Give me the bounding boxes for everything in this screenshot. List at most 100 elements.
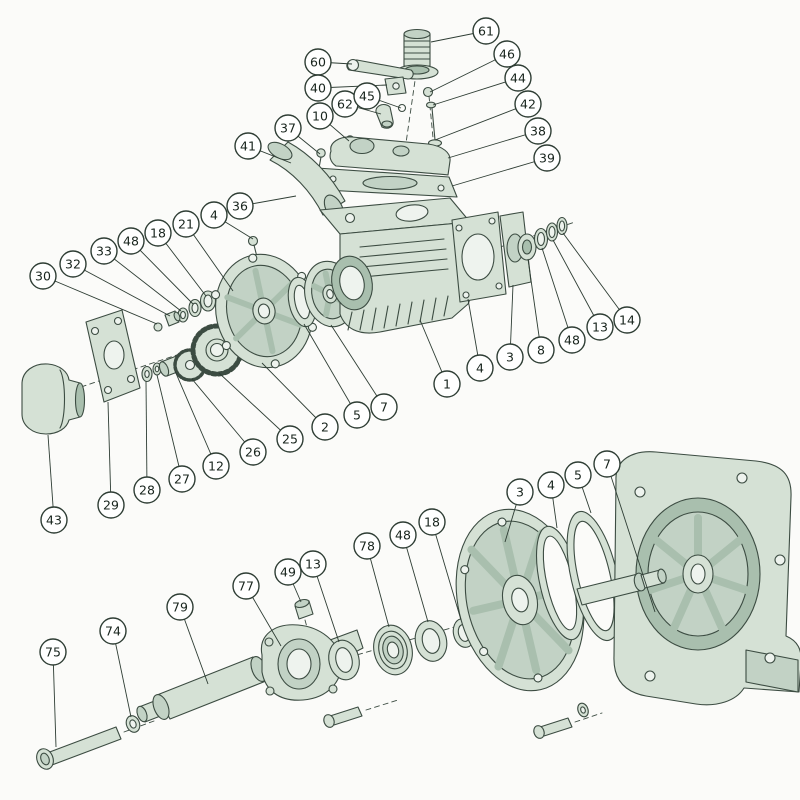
callout-number: 3 xyxy=(516,485,524,500)
callout-leader-line xyxy=(429,53,508,93)
callout-37: 37 xyxy=(274,114,321,155)
callout-number: 13 xyxy=(305,557,321,572)
callout-number: 40 xyxy=(310,81,326,96)
callout-balloon xyxy=(239,438,267,466)
callout-leader-line xyxy=(156,374,183,480)
callout-leader-line xyxy=(42,275,158,325)
callout-1: 1 xyxy=(419,319,461,398)
callout-number: 48 xyxy=(395,528,411,543)
callout-balloon xyxy=(504,64,532,92)
callout-number: 79 xyxy=(172,600,188,615)
callout-number: 43 xyxy=(46,513,62,528)
callout-8: 8 xyxy=(527,258,555,364)
part-washer-b xyxy=(577,702,589,718)
part-1-crankcase xyxy=(319,197,474,334)
callout-number: 2 xyxy=(321,420,329,435)
callout-number: 60 xyxy=(310,55,326,70)
part-shaft-stub xyxy=(576,568,667,606)
callout-number: 78 xyxy=(359,539,375,554)
part-44-retainer xyxy=(425,101,437,109)
callout-number: 77 xyxy=(238,579,254,594)
part-79-shaft-sleeve xyxy=(136,656,268,723)
callout-number: 46 xyxy=(499,47,515,62)
part-13-seal xyxy=(545,222,559,242)
callout-26: 26 xyxy=(191,378,267,466)
part-4-bearing-plate xyxy=(451,211,507,303)
part-74-washer xyxy=(125,715,141,733)
callout-leader-line xyxy=(434,103,529,141)
callout-balloon xyxy=(90,237,118,265)
callout-10: 10 xyxy=(306,102,350,142)
callout-layer: 6160404644423839624510374136421184833323… xyxy=(29,17,656,748)
part-39-gasket-plate xyxy=(316,167,458,198)
part-29-flange xyxy=(85,309,141,403)
callout-7: 7 xyxy=(330,324,398,421)
callout-balloon xyxy=(564,461,592,489)
callout-48: 48 xyxy=(541,247,586,354)
callout-balloon xyxy=(274,558,302,586)
callout-4: 4 xyxy=(537,471,565,529)
callout-14: 14 xyxy=(562,232,641,334)
callout-balloon xyxy=(514,90,542,118)
callout-number: 18 xyxy=(150,226,166,241)
callout-number: 37 xyxy=(280,121,296,136)
part-75-bolt xyxy=(36,726,122,770)
callout-48: 48 xyxy=(389,521,429,623)
callout-74: 74 xyxy=(99,617,132,718)
callout-balloon xyxy=(306,102,334,130)
callout-leader-line xyxy=(552,239,601,328)
callout-number: 33 xyxy=(96,244,112,259)
callout-number: 21 xyxy=(178,217,194,232)
callout-leader-line xyxy=(145,380,148,491)
callout-balloon xyxy=(343,401,371,429)
callout-number: 3 xyxy=(506,350,514,365)
part-78-bearing xyxy=(373,624,413,676)
callout-number: 48 xyxy=(123,234,139,249)
callout-number: 29 xyxy=(103,498,119,513)
part-38-cover xyxy=(329,136,451,176)
callout-78: 78 xyxy=(353,532,390,628)
part-2-gear-cover xyxy=(211,253,317,369)
callout-number: 14 xyxy=(619,313,635,328)
callout-balloon xyxy=(299,550,327,578)
callout-number: 49 xyxy=(280,565,296,580)
callout-leader-line xyxy=(103,250,182,312)
callout-balloon xyxy=(99,617,127,645)
part-5-gasket xyxy=(566,510,622,642)
callout-49: 49 xyxy=(274,558,302,603)
callout-number: 44 xyxy=(510,71,526,86)
callout-3: 3 xyxy=(504,478,534,543)
part-bolt-b xyxy=(533,717,573,739)
callout-balloon xyxy=(524,117,552,145)
callout-number: 48 xyxy=(564,333,580,348)
callout-32: 32 xyxy=(59,250,171,317)
callout-36: 36 xyxy=(226,192,297,220)
callout-3: 3 xyxy=(496,284,524,371)
callout-number: 12 xyxy=(208,459,224,474)
part-7-pump-casing xyxy=(613,451,800,706)
callout-number: 45 xyxy=(359,89,375,104)
callout-balloon xyxy=(117,227,145,255)
callout-5: 5 xyxy=(303,323,371,429)
callout-30: 30 xyxy=(29,262,158,325)
callout-13: 13 xyxy=(299,550,340,643)
callout-balloon xyxy=(527,336,555,364)
callout-38: 38 xyxy=(447,117,552,159)
callout-balloon xyxy=(418,508,446,536)
callout-18: 18 xyxy=(418,508,462,621)
callout-number: 5 xyxy=(353,408,361,423)
callout-balloon xyxy=(493,40,521,68)
callout-number: 18 xyxy=(424,515,440,530)
callout-number: 4 xyxy=(210,208,218,223)
callout-balloon xyxy=(59,250,87,278)
callout-leader-line xyxy=(606,463,656,613)
callout-number: 39 xyxy=(539,151,555,166)
part-32-pin xyxy=(164,310,181,327)
callout-number: 32 xyxy=(65,257,81,272)
callout-balloon xyxy=(29,262,57,290)
callout-balloon xyxy=(232,572,260,600)
callout-leader-line xyxy=(261,362,326,428)
callout-leader-line xyxy=(527,258,542,351)
